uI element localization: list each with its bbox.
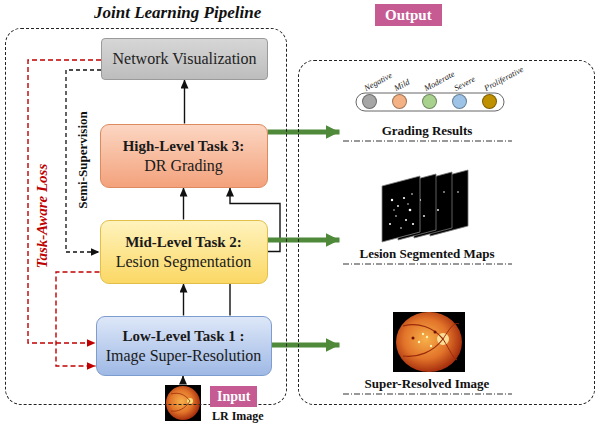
input-fundus-image-part (171, 393, 190, 401)
lesion-map-stack-part-part (457, 191, 459, 193)
grade-label: Mild (392, 76, 411, 92)
grading-scale (356, 93, 504, 111)
lesion-map-stack-part-part (407, 203, 408, 204)
grade-swatch (452, 94, 467, 109)
feedback-arrow (66, 70, 101, 252)
lesion-map-stack (382, 170, 468, 242)
flow-arrow (184, 80, 185, 124)
input-group: Input LR Image (160, 383, 270, 426)
task-box: High-Level Task 3:DR Grading (100, 124, 268, 188)
lesion-map-stack-part-part (412, 223, 414, 225)
lesion-map-stack-part-part (397, 205, 399, 207)
grade-swatch (422, 94, 437, 109)
input-fundus-image-part (166, 386, 200, 420)
output-item: Super-Resolved Image (340, 305, 515, 395)
arrow-marker (28, 60, 340, 383)
label-underlines-part (343, 141, 512, 142)
process-box: Network Visualization (101, 38, 268, 80)
node-heading: Joint Learning Pipeline (94, 3, 261, 23)
box-label: Mid-Level Task 2: (125, 233, 242, 252)
node-caption: LR Image (212, 409, 264, 423)
super-resolved-fundus-image-part (430, 345, 432, 347)
text-anchor: Proliferative (487, 83, 530, 93)
input-fundus-image (165, 385, 201, 421)
super-resolved-fundus-image (393, 312, 465, 372)
output-arrow (268, 130, 340, 135)
flow-arrow (182, 376, 183, 384)
lesion-map-stack-part-part (437, 209, 439, 211)
box-body: Lesion Segmentation (116, 252, 252, 271)
box-label: Grading Results (382, 123, 473, 138)
lesion-map-stack-part (382, 176, 420, 242)
lesion-map-stack-part-part (393, 209, 394, 210)
output-arrow (268, 238, 340, 243)
super-resolved-fundus-image-part (393, 312, 465, 372)
super-resolved-fundus-image-part (403, 339, 443, 356)
box-label: Super-Resolved Image (365, 376, 490, 391)
input-fundus-image-part (171, 401, 190, 411)
task-box: Low-Level Task 1 :Image Super-Resolution (96, 316, 272, 376)
box-body: DR Grading (144, 156, 223, 175)
node-heading: Input (210, 386, 257, 407)
lesion-map-stack-part-part (391, 199, 393, 201)
box-label: Low-Level Task 1 : (122, 327, 244, 346)
super-resolved-fundus-image-part (434, 331, 437, 334)
label-underlines-part (343, 394, 512, 395)
text-anchor: LR Image (212, 409, 264, 423)
output-item: Lesion Segmented Maps (340, 165, 515, 265)
lesion-map-stack-part-part (382, 176, 420, 242)
grade-label: Negative (362, 69, 393, 92)
supervision-label: Semi-Supervision (75, 111, 91, 209)
flow-arrow (183, 284, 184, 316)
text-anchor: Joint Learning Pipeline (94, 3, 261, 23)
super-resolved-fundus-image-part (418, 341, 420, 343)
super-resolved-fundus-image-part (422, 333, 424, 335)
lesion-map-stack-part-part (389, 223, 391, 225)
grade-swatch (392, 94, 407, 109)
grade-swatch (362, 94, 377, 109)
text-anchor: Severe (457, 83, 479, 93)
feedback-arrow (28, 60, 101, 343)
box-label: Network Visualization (112, 50, 256, 68)
lesion-map-stack-part-part (423, 215, 425, 217)
text-anchor: Input (210, 386, 257, 407)
super-resolved-fundus-image-part (412, 337, 415, 340)
text-anchor: Output (375, 4, 442, 26)
lesion-map-stack-part-part (395, 215, 397, 217)
text-anchor: Task-Aware Loss (42, 215, 147, 233)
super-resolved-fundus-image-part (443, 339, 457, 360)
text-anchor: Mild (397, 83, 413, 93)
output-arrow (272, 343, 340, 348)
flow-arrow (183, 188, 184, 220)
task-box: Mid-Level Task 2:Lesion Segmentation (100, 220, 268, 284)
lesion-map-stack-part-part (405, 219, 407, 221)
box-body: Image Super-Resolution (106, 346, 262, 365)
input-fundus-image-part (165, 385, 201, 421)
node-heading: Output (375, 4, 442, 26)
output-frame: OutputGrading ResultsNegativeMildModerat… (298, 60, 595, 405)
grade-swatch (482, 94, 497, 109)
output-item: Grading Results NegativeMild ModerateSever… (340, 62, 515, 142)
super-resolved-fundus-image-part (443, 324, 459, 339)
grade-label: Proliferative (482, 63, 525, 92)
grading-scale-part (356, 93, 504, 111)
feedback-arrow (56, 272, 100, 366)
lesion-map-stack-part-part (411, 193, 413, 195)
lesion-map-stack-part-part (400, 227, 402, 229)
super-resolved-fundus-image-part (403, 325, 443, 339)
loss-label: Task-Aware Loss (34, 164, 51, 269)
lesion-map-stack-part-part (409, 209, 412, 212)
lesion-map-stack-part-part (443, 191, 445, 193)
box-label: Lesion Segmented Maps (359, 246, 494, 261)
label-underlines (343, 141, 512, 394)
super-resolved-fundus-image-part (396, 312, 462, 372)
grade-label: Moderate (422, 68, 456, 92)
label-underlines-part (343, 264, 512, 265)
box-label: High-Level Task 3: (123, 137, 245, 156)
lesion-map-stack-part-part (403, 197, 405, 199)
super-resolved-fundus-image-part (426, 336, 428, 338)
